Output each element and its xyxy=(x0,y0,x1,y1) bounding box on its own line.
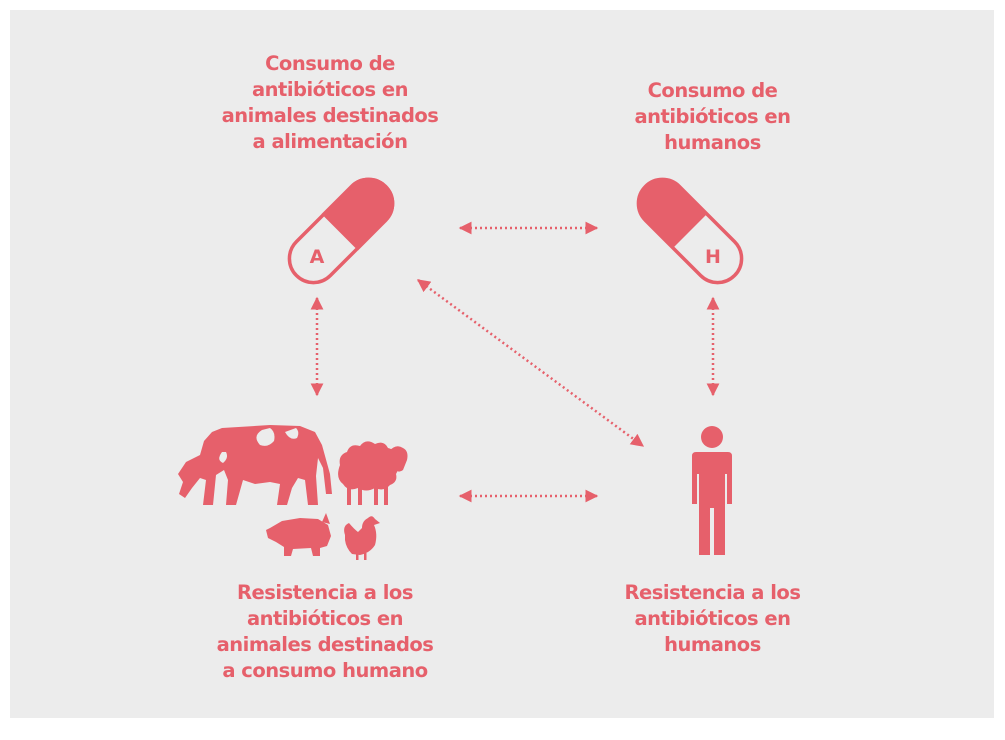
label-line: animales destinados xyxy=(221,104,439,127)
label-line: antibióticos en xyxy=(634,105,791,128)
node-label-human-consumption: Consumo de antibióticos en humanos xyxy=(580,78,845,156)
capsule-letter-a: A xyxy=(310,246,325,268)
label-line: Consumo de xyxy=(647,79,778,102)
label-line: antibióticos en xyxy=(634,607,791,630)
label-line: a consumo humano xyxy=(222,659,428,682)
capsule-icon xyxy=(636,177,744,285)
label-line: animales destinados xyxy=(216,633,434,656)
label-line: antibióticos en xyxy=(246,607,404,630)
node-label-human-resistance: Resistencia a los antibióticos en humano… xyxy=(570,580,855,658)
farm-animals-icon xyxy=(178,425,408,560)
arrow-diagonal xyxy=(416,278,645,448)
person-icon xyxy=(692,426,732,555)
pig-icon xyxy=(266,513,331,556)
label-line: antibióticos en xyxy=(251,78,409,101)
chicken-icon xyxy=(344,516,380,560)
label-line: Resistencia a los xyxy=(624,581,801,604)
capsule-letter-h: H xyxy=(705,246,721,268)
cow-icon xyxy=(178,425,332,505)
node-label-animal-consumption: Consumo de antibióticos en animales dest… xyxy=(185,51,475,155)
capsule-icon xyxy=(287,177,395,285)
label-line: Consumo de xyxy=(265,52,395,75)
label-line: humanos xyxy=(664,633,761,656)
label-line: humanos xyxy=(664,131,761,154)
node-label-animal-resistance: Resistencia a los antibióticos en animal… xyxy=(180,580,470,684)
label-line: a alimentación xyxy=(252,130,408,153)
sheep-icon xyxy=(338,441,408,505)
label-line: Resistencia a los xyxy=(237,581,413,604)
